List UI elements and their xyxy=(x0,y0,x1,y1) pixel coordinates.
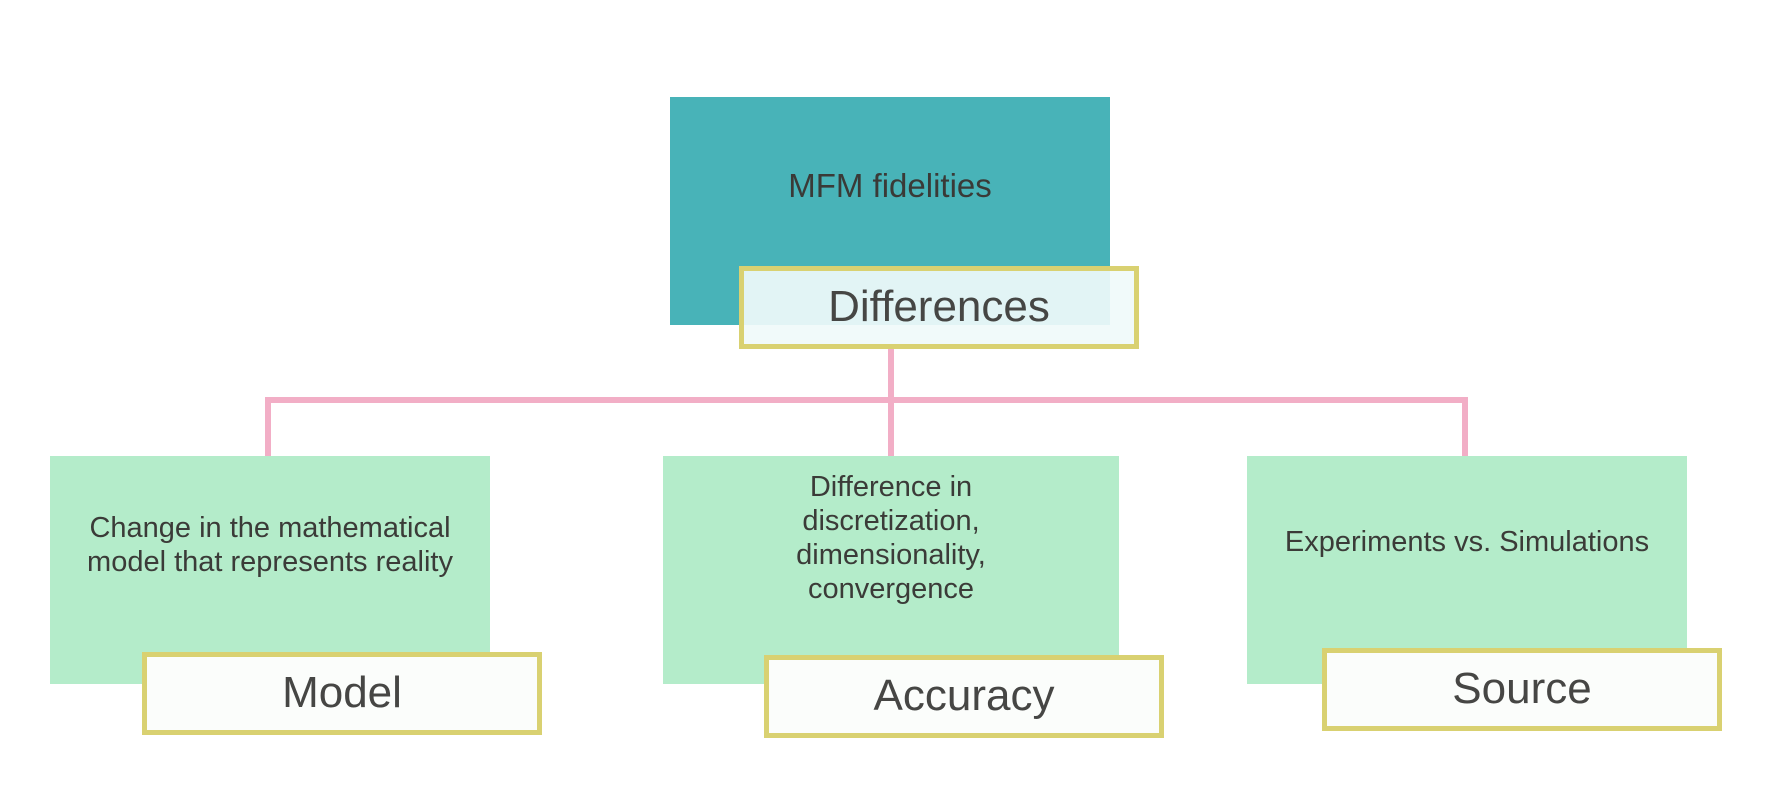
child-label-accuracy[interactable]: Accuracy xyxy=(764,655,1164,738)
connector-drop-child-1 xyxy=(265,397,271,459)
child-node-source-body[interactable]: Experiments vs. Simulations xyxy=(1247,456,1687,684)
root-node-label: MFM fidelities xyxy=(788,166,992,204)
child-label-accuracy-text: Accuracy xyxy=(873,671,1055,721)
child-label-model-text: Model xyxy=(282,668,402,718)
connector-root-stem xyxy=(888,349,894,403)
child-label-model[interactable]: Model xyxy=(142,652,542,735)
child-node-accuracy-body[interactable]: Difference in discretization, dimensiona… xyxy=(663,456,1119,684)
connector-drop-child-2 xyxy=(888,397,894,459)
child-node-accuracy-body-text: Difference in discretization, dimensiona… xyxy=(796,470,986,606)
child-label-source-text: Source xyxy=(1452,664,1592,714)
root-label-differences-text: Differences xyxy=(828,282,1050,332)
root-label-differences[interactable]: Differences xyxy=(739,266,1139,349)
child-node-source-body-text: Experiments vs. Simulations xyxy=(1284,525,1650,558)
connector-drop-child-3 xyxy=(1462,397,1468,459)
child-label-source[interactable]: Source xyxy=(1322,648,1722,731)
connector-horizontal-bus xyxy=(265,397,1468,403)
child-node-model-body-text: Change in the mathematical model that re… xyxy=(87,511,453,578)
child-node-model-body[interactable]: Change in the mathematical model that re… xyxy=(50,456,490,684)
